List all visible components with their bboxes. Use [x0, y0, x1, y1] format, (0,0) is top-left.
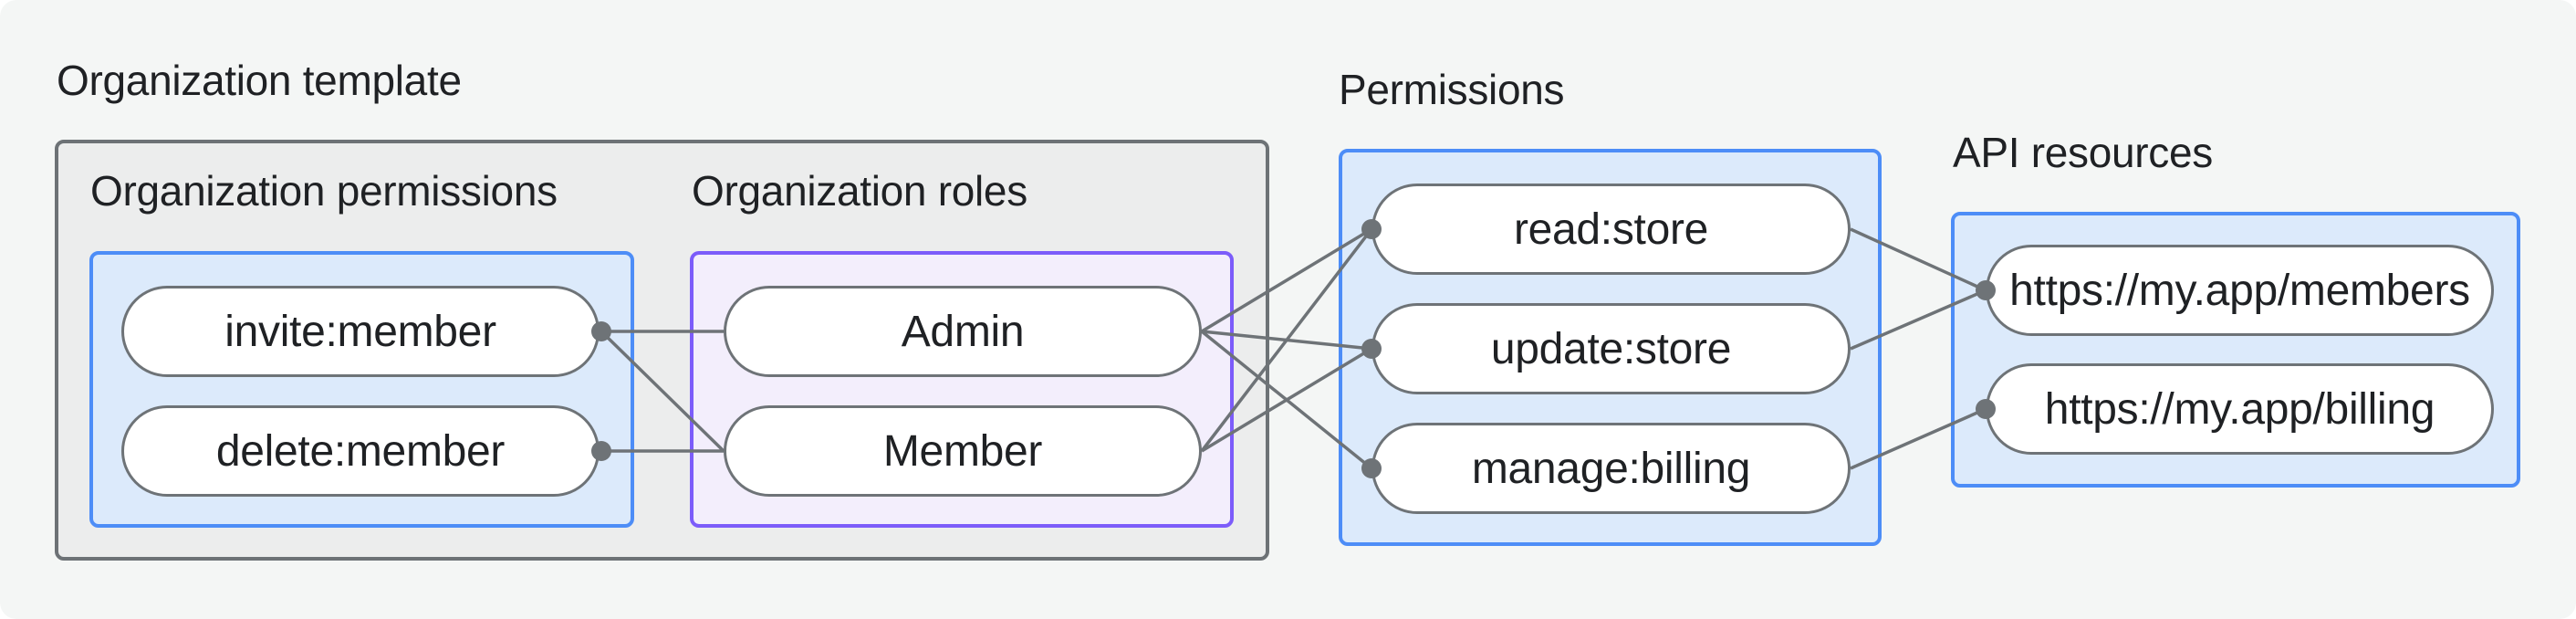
invite-member-pill: invite:member: [121, 286, 600, 377]
update-store-pill: update:store: [1371, 303, 1851, 394]
api-members-pill-label: https://my.app/members: [2009, 266, 2470, 315]
org-roles-box-label: Organization roles: [692, 167, 1027, 215]
permissions-box-label: Permissions: [1339, 66, 1565, 113]
api-resources-box-label: API resources: [1953, 129, 2213, 176]
org-permissions-box-label: Organization permissions: [90, 167, 558, 215]
invite-member-pill-label: invite:member: [224, 307, 496, 356]
api-billing-pill: https://my.app/billing: [1986, 363, 2494, 455]
delete-member-pill: delete:member: [121, 405, 600, 497]
diagram-title: Organization template: [57, 57, 462, 104]
delete-member-pill-label: delete:member: [215, 426, 506, 476]
read-store-pill: read:store: [1371, 184, 1851, 275]
member-pill: Member: [724, 405, 1202, 497]
member-pill-label: Member: [882, 426, 1043, 476]
admin-pill: Admin: [724, 286, 1202, 377]
api-billing-pill-label: https://my.app/billing: [2044, 384, 2435, 434]
update-store-pill-label: update:store: [1490, 324, 1732, 373]
admin-pill-label: Admin: [901, 307, 1025, 356]
read-store-pill-label: read:store: [1513, 205, 1709, 254]
manage-billing-pill-label: manage:billing: [1471, 444, 1751, 493]
manage-billing-pill: manage:billing: [1371, 423, 1851, 514]
api-members-pill: https://my.app/members: [1986, 245, 2494, 336]
